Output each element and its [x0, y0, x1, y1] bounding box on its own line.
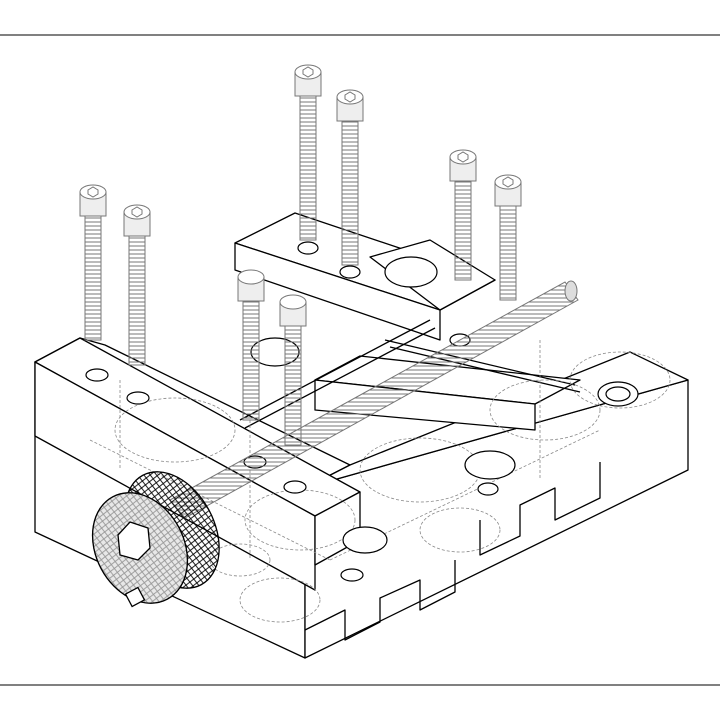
screw-4	[336, 89, 364, 266]
screw-1	[79, 184, 107, 341]
screw-5	[449, 149, 477, 281]
screw-2	[123, 204, 151, 366]
screw-7	[237, 269, 265, 421]
screw-6	[494, 174, 522, 301]
hidden-lines	[89, 340, 671, 623]
screw-8	[279, 294, 307, 446]
screw-3	[294, 64, 322, 241]
knurled-knob	[91, 471, 220, 608]
screws	[79, 64, 522, 446]
